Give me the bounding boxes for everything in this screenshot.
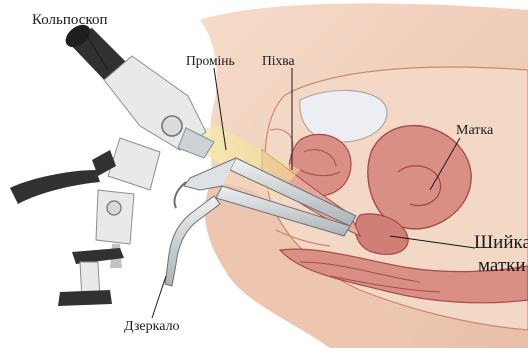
- label-vagina: Піхва: [262, 54, 294, 68]
- label-speculum: Дзеркало: [124, 320, 180, 334]
- colposcope-device: [10, 20, 214, 306]
- label-uterus: Матка: [456, 124, 493, 138]
- label-beam: Промінь: [186, 54, 235, 68]
- label-colposcope: Кольпоскоп: [32, 13, 108, 28]
- label-cervix-line2: матки: [478, 256, 526, 275]
- label-cervix-line1: Шийка: [474, 233, 528, 252]
